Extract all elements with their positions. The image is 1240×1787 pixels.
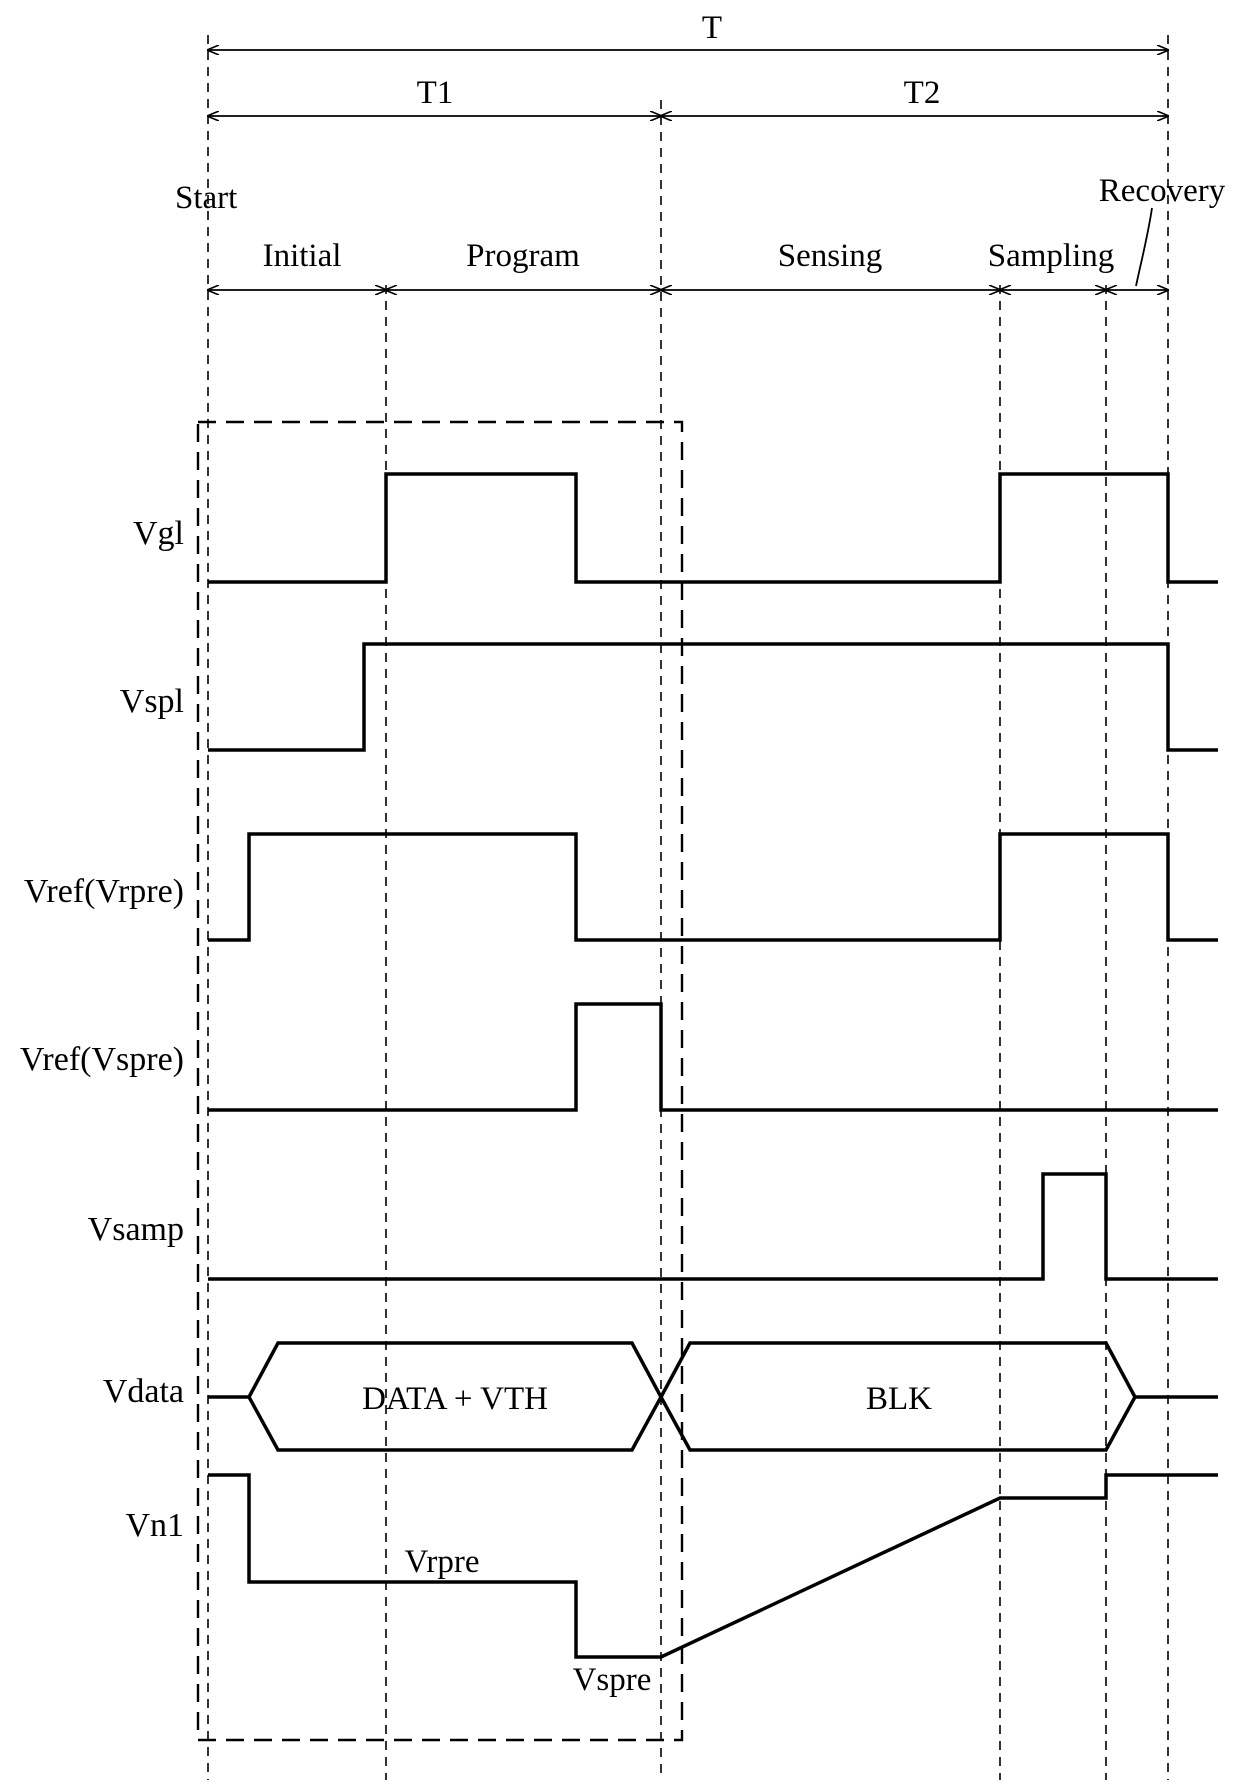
signal-label-vref-vspre: Vref(Vspre) <box>20 1041 184 1078</box>
phase-start-label: Start <box>175 180 237 216</box>
waveform-vgl <box>208 474 1218 582</box>
recovery-leader-line <box>1136 208 1152 286</box>
signal-label-vn1: Vn1 <box>125 1507 184 1544</box>
period-dimensions: T T1 T2 <box>208 10 1168 116</box>
waveform-vref-vspre <box>208 1004 1218 1110</box>
guide-lines <box>208 35 1168 1780</box>
signal-label-vdata: Vdata <box>103 1373 184 1410</box>
vdata-segment1-label: DATA + VTH <box>362 1381 548 1417</box>
vdata-segment2-label: BLK <box>866 1381 932 1417</box>
signal-labels: Vgl Vspl Vref(Vrpre) Vref(Vspre) Vsamp V… <box>20 515 184 1544</box>
signal-label-vspl: Vspl <box>120 683 184 720</box>
waveform-vn1 <box>208 1475 1218 1657</box>
signal-label-vsamp: Vsamp <box>88 1211 184 1248</box>
t1-region-box <box>198 422 682 1740</box>
period-t2-label: T2 <box>904 75 941 111</box>
phase-initial-label: Initial <box>263 238 342 274</box>
phase-sensing-label: Sensing <box>778 238 883 274</box>
waveform-vsamp <box>208 1174 1218 1279</box>
phase-dimensions: Start Initial Program Sensing Sampling R… <box>175 173 1226 290</box>
period-t1-label: T1 <box>417 75 454 111</box>
vn1-vrpre-label: Vrpre <box>405 1544 480 1580</box>
signal-label-vgl: Vgl <box>133 515 184 552</box>
vn1-vspre-label: Vspre <box>573 1662 652 1698</box>
phase-recovery-label: Recovery <box>1099 173 1226 209</box>
phase-sampling-label: Sampling <box>988 238 1115 274</box>
signal-label-vref-vrpre: Vref(Vrpre) <box>24 873 184 910</box>
waveform-vref-vrpre <box>208 834 1218 940</box>
period-t-label: T <box>702 10 722 46</box>
waveform-vspl <box>208 644 1218 750</box>
waveforms <box>208 474 1218 1657</box>
phase-program-label: Program <box>466 238 580 274</box>
